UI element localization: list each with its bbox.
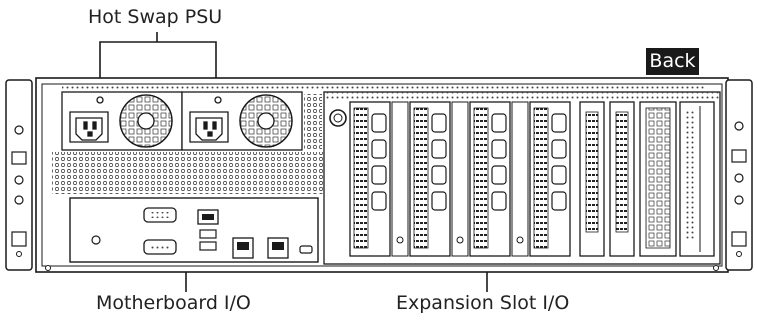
psu-leader-lines bbox=[99, 32, 217, 88]
psu-module-left bbox=[61, 91, 183, 151]
psu-side-vent bbox=[304, 94, 322, 150]
gpu-card-4 bbox=[529, 101, 571, 257]
right-rack-ear bbox=[725, 79, 753, 271]
slot-brackets bbox=[391, 101, 529, 257]
gpu-card-1 bbox=[349, 101, 391, 257]
top-vent-strip bbox=[62, 86, 704, 91]
low-profile-cards bbox=[579, 101, 715, 257]
label-back-tag: Back bbox=[646, 48, 699, 75]
left-rack-ear bbox=[5, 79, 33, 271]
bottom-screws bbox=[45, 265, 719, 271]
label-hot-swap-psu: Hot Swap PSU bbox=[88, 6, 223, 28]
gpu-card-2 bbox=[409, 101, 451, 257]
gpu-card-3 bbox=[469, 101, 511, 257]
label-motherboard-io: Motherboard I/O bbox=[96, 292, 251, 314]
psu-module-right bbox=[181, 91, 303, 151]
motherboard-io-panel bbox=[69, 197, 319, 263]
lower-hex-vent bbox=[52, 152, 324, 194]
label-expansion-slot-io: Expansion Slot I/O bbox=[396, 292, 570, 314]
